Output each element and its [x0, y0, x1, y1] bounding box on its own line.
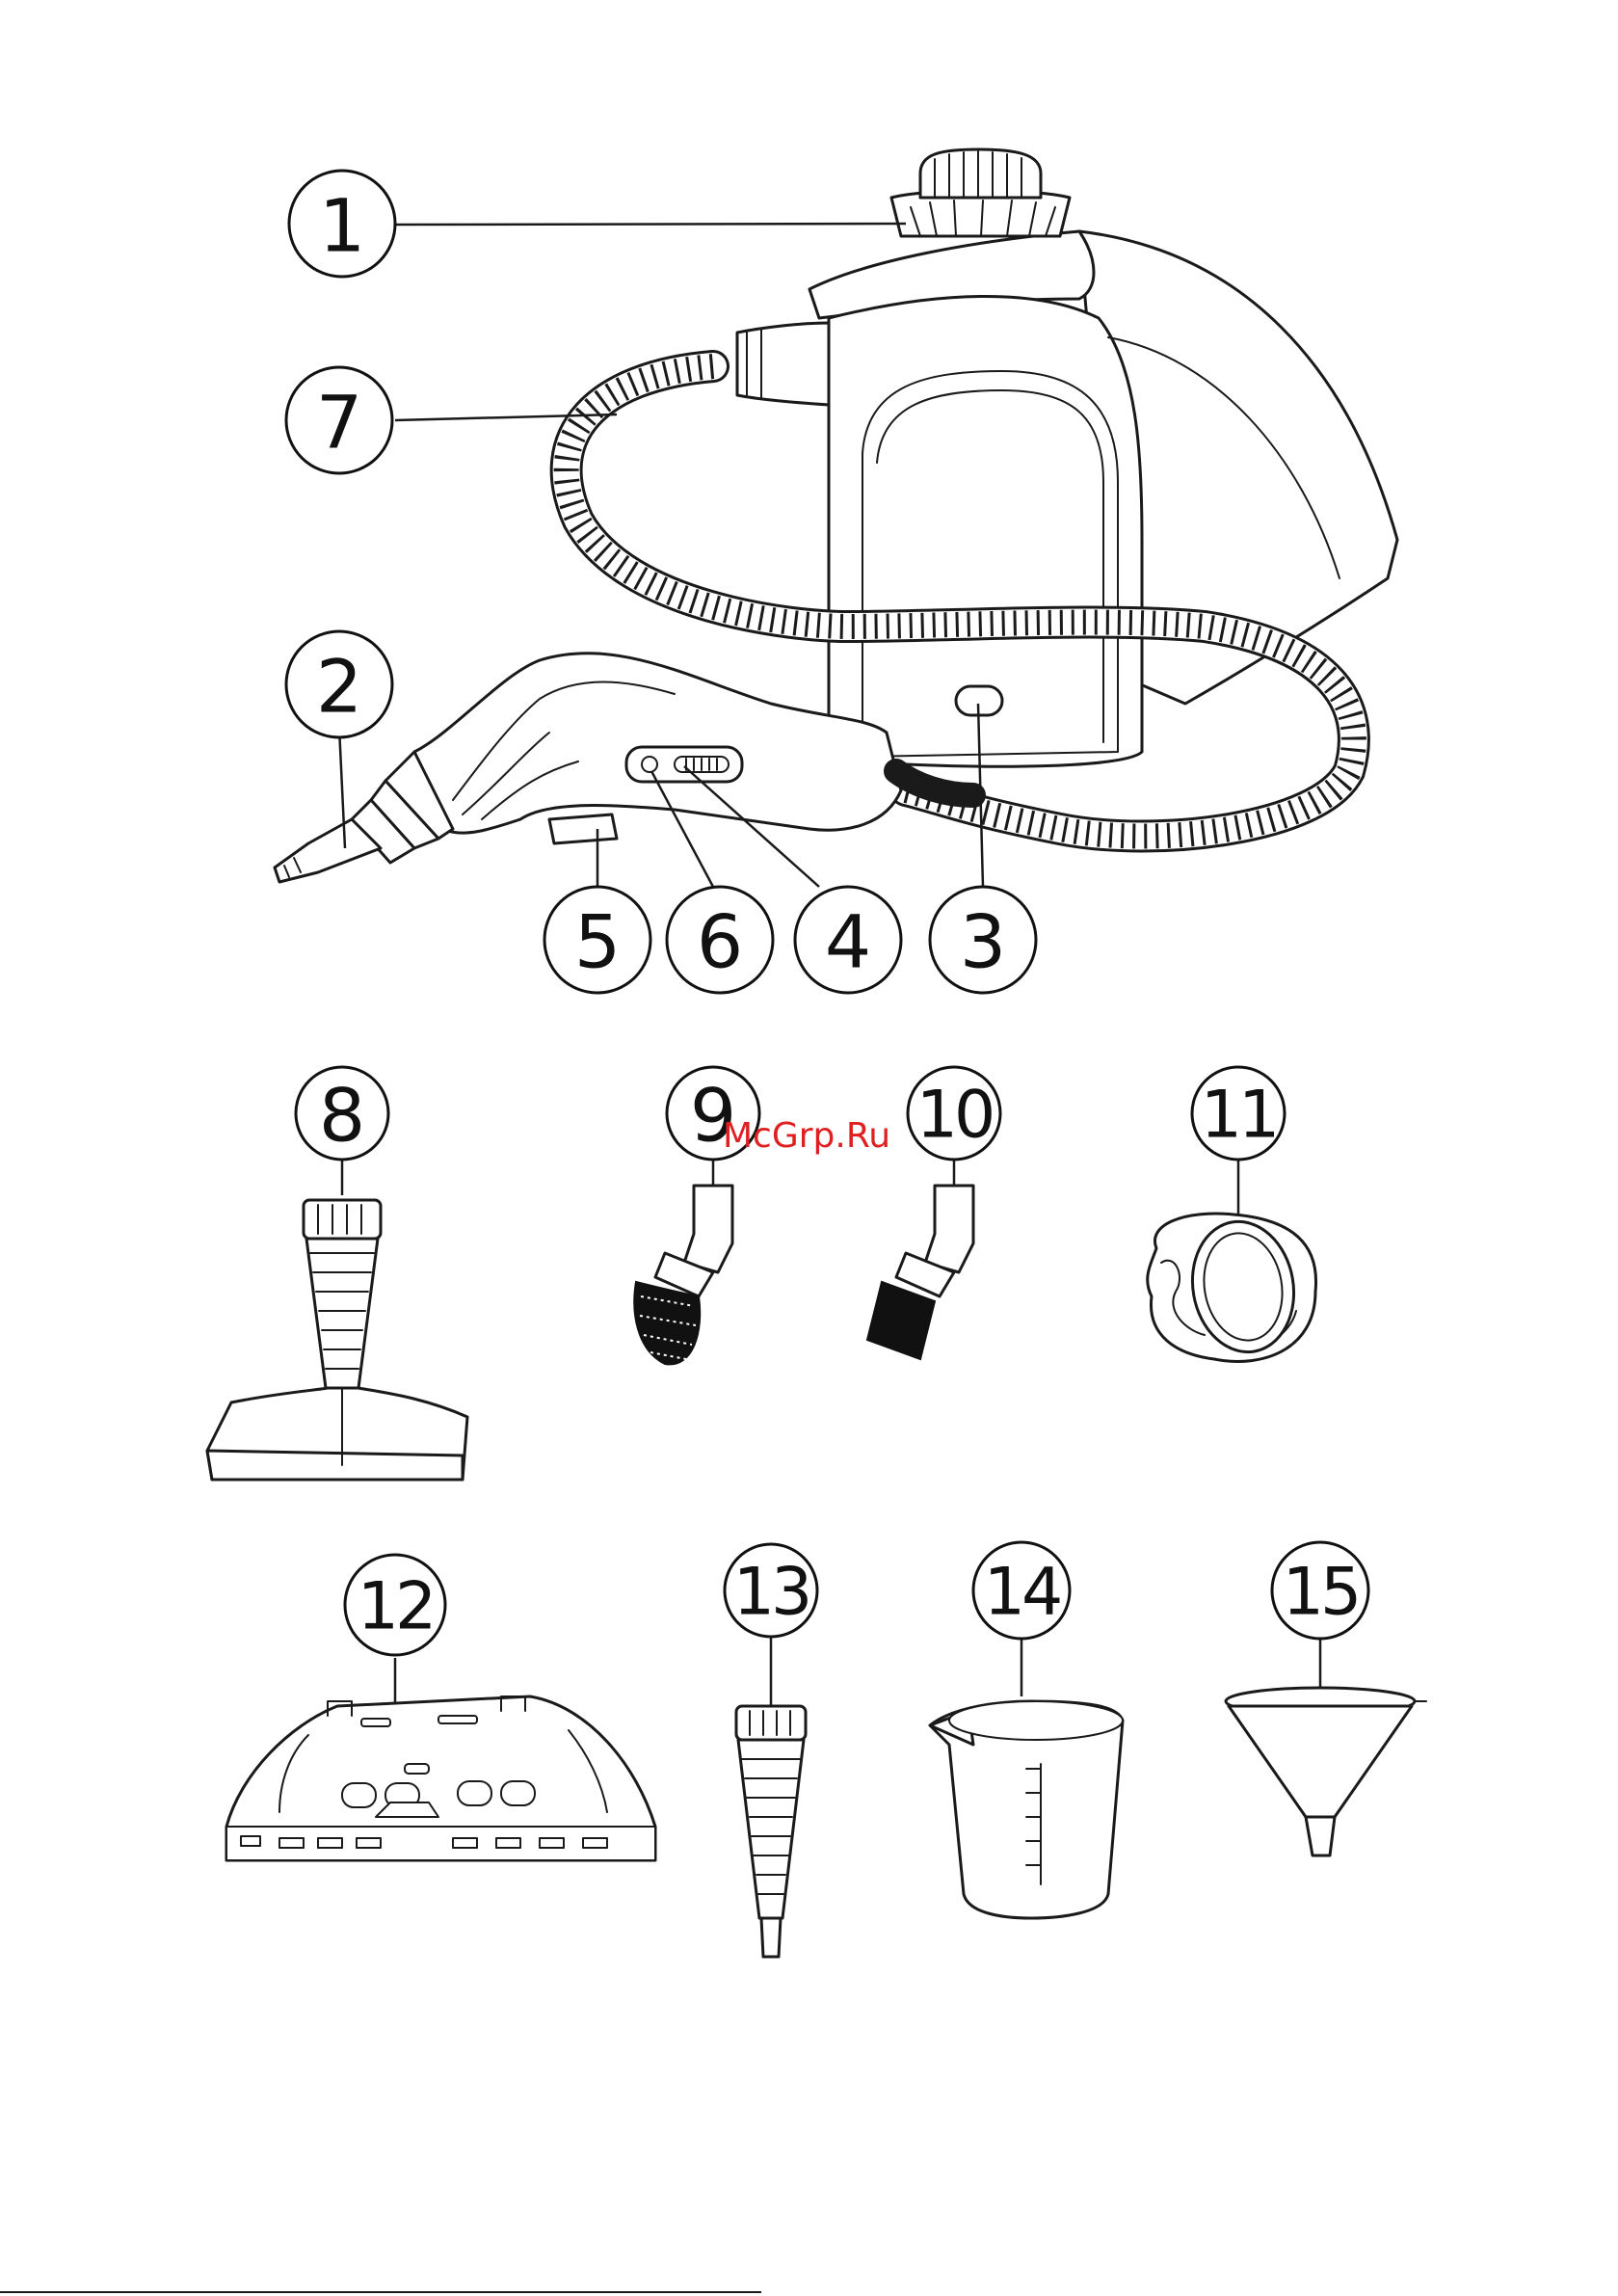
water-tank-cap-knob — [891, 149, 1070, 236]
accessory-window-head — [226, 1658, 655, 1860]
callout-6-label: 6 — [697, 899, 743, 985]
callout-1: 1 — [289, 171, 395, 277]
callout-14: 14 — [973, 1542, 1070, 1639]
callout-7-label: 7 — [316, 380, 362, 466]
callout-5-label: 5 — [574, 899, 621, 985]
indicator-light — [642, 757, 657, 772]
callout-4: 4 — [795, 887, 901, 993]
callout-15-label: 15 — [1283, 1555, 1359, 1631]
callout-3-label: 3 — [960, 899, 1006, 985]
callout-12-label: 12 — [358, 1569, 434, 1645]
callout-1-label: 1 — [319, 183, 365, 269]
callout-4-label: 4 — [825, 899, 871, 985]
callout-11-label: 11 — [1201, 1078, 1277, 1154]
callout-8: 8 — [296, 1067, 388, 1160]
steam-trigger — [549, 814, 617, 843]
callout-5: 5 — [544, 887, 650, 993]
callout-12: 12 — [345, 1555, 445, 1655]
accessory-wire-brush — [634, 1133, 732, 1364]
callout-10-label: 10 — [916, 1078, 993, 1154]
main-steamer-unit — [275, 149, 1397, 882]
callout-13-label: 13 — [733, 1555, 809, 1631]
accessory-floor-head — [207, 1157, 467, 1480]
callout-14-label: 14 — [984, 1555, 1060, 1631]
callout-11: 11 — [1192, 1067, 1285, 1160]
callout-2: 2 — [286, 631, 392, 737]
callout-8-label: 8 — [319, 1073, 365, 1159]
callout-3: 3 — [930, 887, 1036, 993]
callout-10: 10 — [908, 1067, 1000, 1160]
accessory-extension-nozzle — [736, 1629, 806, 1957]
accessory-measuring-cup — [930, 1639, 1123, 1918]
callout-2-label: 2 — [316, 644, 362, 730]
callout-6: 6 — [667, 887, 773, 993]
callout-13: 13 — [725, 1544, 817, 1637]
accessory-cloth-cover — [1148, 1157, 1316, 1361]
callout-15: 15 — [1272, 1542, 1368, 1639]
watermark-text: McGrp.Ru — [723, 1116, 890, 1156]
accessory-nylon-brush — [867, 1133, 973, 1359]
accessory-funnel — [1226, 1639, 1426, 1855]
callout-7: 7 — [286, 367, 392, 473]
